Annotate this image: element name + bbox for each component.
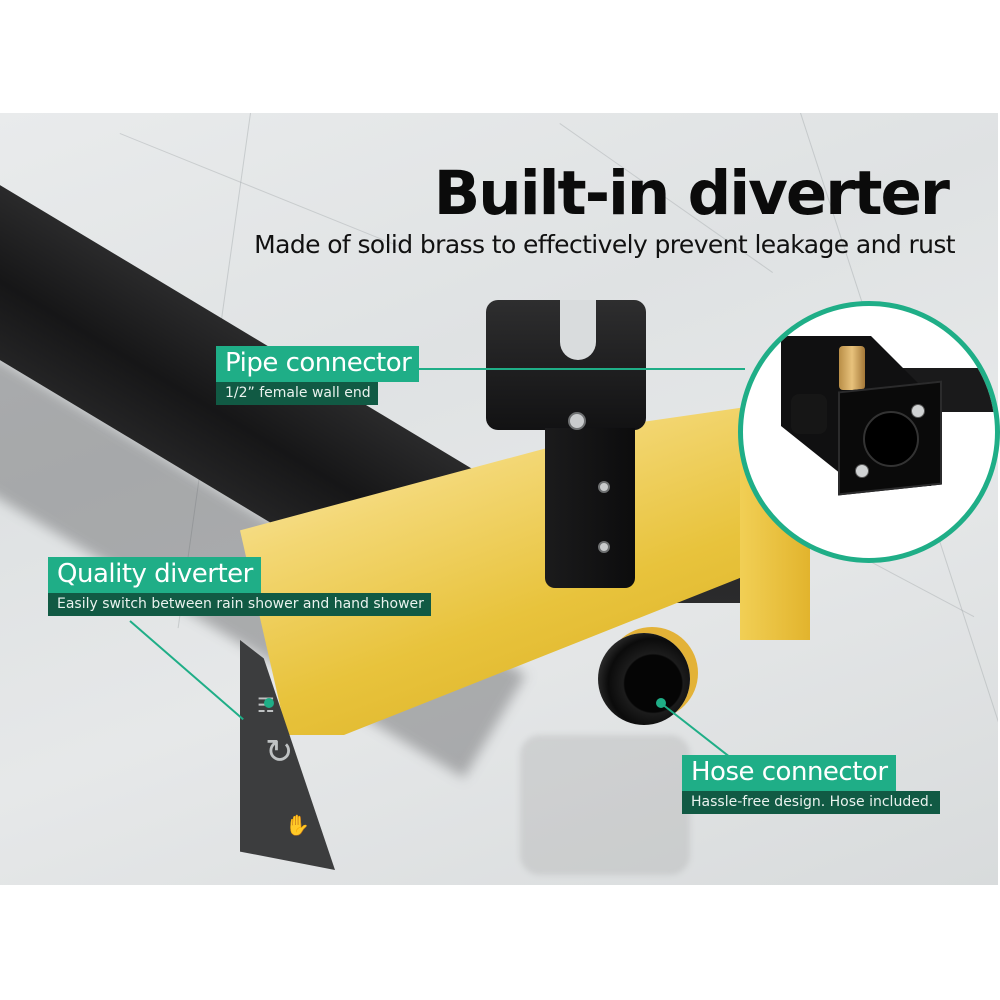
holder-stem — [545, 428, 635, 588]
leader-dot — [656, 698, 666, 708]
callout-pipe-connector: Pipe connector 1/2” female wall end — [216, 346, 420, 405]
inset-thread — [791, 394, 827, 434]
screw-icon — [911, 404, 925, 418]
leader-dot — [264, 698, 274, 708]
inset-brass-insert — [839, 346, 865, 390]
callout-title: Quality diverter — [48, 557, 261, 593]
screw-icon — [568, 412, 586, 430]
reflection — [520, 735, 690, 875]
callout-quality-diverter: Quality diverter Easily switch between r… — [48, 557, 431, 616]
callout-description: 1/2” female wall end — [216, 382, 378, 405]
inset-detail-circle — [738, 301, 1000, 563]
screw-icon — [855, 464, 869, 478]
callout-description: Easily switch between rain shower and ha… — [48, 593, 431, 616]
screw-hole — [598, 541, 610, 553]
hose-connector-thread — [598, 633, 690, 725]
curved-arrow-icon: ↻ — [265, 732, 294, 772]
end-face-icons: ☴ ↻ ✋ — [255, 695, 315, 845]
page-title: Built-in diverter — [433, 158, 950, 229]
callout-description: Hassle-free design. Hose included. — [682, 791, 941, 814]
hand-shower-icon: ✋ — [285, 813, 310, 837]
callout-hose-connector: Hose connector Hassle-free design. Hose … — [682, 755, 941, 814]
page-subtitle: Made of solid brass to effectively preve… — [254, 230, 955, 259]
callout-title: Pipe connector — [216, 346, 420, 382]
inset-pipe-opening — [863, 411, 919, 467]
holder-opening — [560, 300, 596, 360]
screw-hole — [598, 481, 610, 493]
callout-title: Hose connector — [682, 755, 896, 791]
pipe-connector-leader-line — [415, 368, 745, 370]
